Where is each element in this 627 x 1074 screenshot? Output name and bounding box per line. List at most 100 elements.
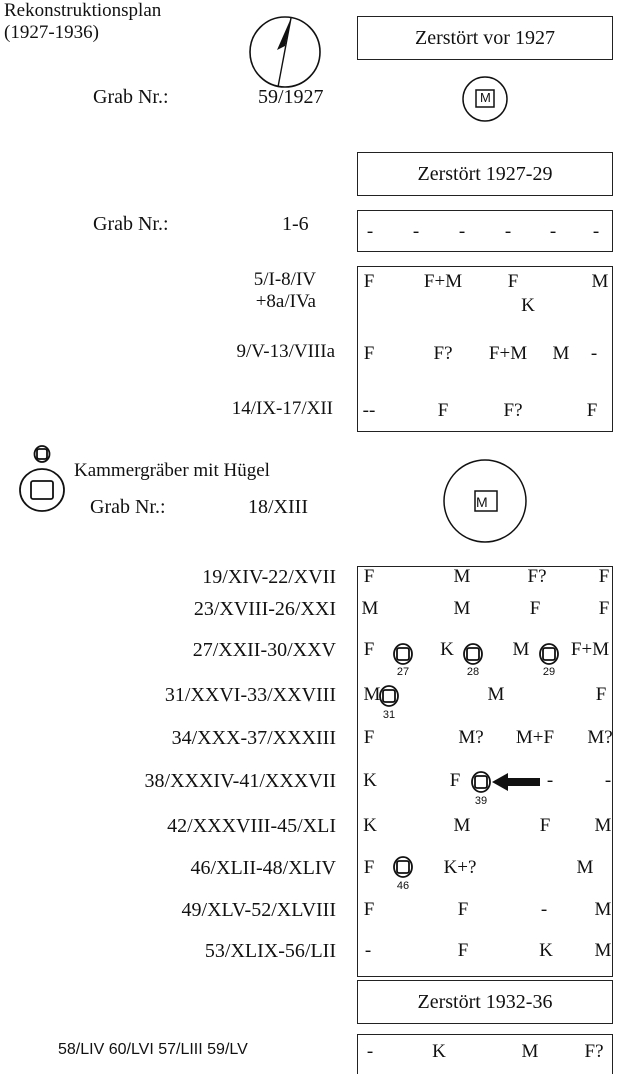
grave-circle-icon — [443, 459, 527, 543]
grave-cell: F? — [584, 1041, 604, 1062]
grave-cell: M? — [587, 727, 613, 748]
grave-cell: K — [539, 940, 553, 961]
grave-59-marker: M — [480, 90, 491, 105]
grave-cell: M — [594, 899, 612, 920]
grave-cell: M — [512, 639, 530, 660]
mound-grave-icon — [379, 685, 399, 707]
grave-number-label: Grab Nr.: — [93, 213, 169, 235]
grave-cell: M+F — [515, 727, 555, 748]
grave-cell: - — [412, 221, 420, 242]
grave-cell: M — [552, 343, 570, 364]
plan-title-line1: Rekonstruktionsplan — [4, 0, 162, 21]
section-header-label: Zerstört 1932-36 — [417, 990, 553, 1013]
mound-grave-icon — [393, 643, 413, 665]
grave-cell: - — [504, 221, 512, 242]
grave-cell: F? — [527, 566, 547, 587]
row-label: 14/IX-17/XII — [231, 398, 333, 419]
grave-cell: K — [363, 815, 377, 836]
grave-cell: M? — [458, 727, 484, 748]
row-label-line2: +8a/IVa — [255, 291, 316, 312]
grave-cell: F — [598, 598, 610, 619]
grave-cell: M — [594, 940, 612, 961]
grave-cell: - — [364, 940, 372, 961]
grave-cell: F? — [433, 343, 453, 364]
grave-number-label: Grab Nr.: — [90, 496, 166, 518]
grave-cell: F — [457, 899, 469, 920]
section-header-label: Zerstört 1927-29 — [417, 162, 553, 185]
grave-number-59: 59/1927 — [258, 86, 324, 108]
plan-title: Rekonstruktionsplan (1927-1936) — [4, 0, 161, 44]
grave-cell: K — [521, 295, 535, 316]
grave-cell: - — [458, 221, 466, 242]
grave-cell: F+M — [488, 343, 528, 364]
north-arrow-icon — [249, 16, 321, 88]
grave-cell: F — [507, 271, 519, 292]
mound-number: 27 — [396, 666, 410, 678]
grave-number-label: Grab Nr.: — [93, 86, 169, 108]
mound-number: 46 — [396, 880, 410, 892]
grave-cell: M — [453, 815, 471, 836]
rows-1927-box: F F+M F M K F F? F+M M - -- F F? F — [357, 266, 613, 432]
row-label: 9/V-13/VIIIa — [236, 341, 336, 362]
grave-cell: -- — [362, 400, 376, 421]
row-label: 34/XXX-37/XXXIII — [171, 727, 336, 749]
grave-cell: - — [590, 343, 598, 364]
row-label: 23/XVIII-26/XXI — [193, 598, 336, 620]
mound-number: 39 — [474, 795, 488, 807]
left-arrow-icon — [492, 773, 540, 791]
grave-cell: M — [363, 684, 381, 705]
row-label: 19/XIV-22/XVII — [202, 566, 336, 588]
grave-cell: M — [487, 684, 505, 705]
grave-cell: F — [363, 343, 375, 364]
grave-cell: F — [363, 857, 375, 878]
row-label-line1: 5/I-8/IV — [253, 269, 316, 290]
row-label: 38/XXXIV-41/XXXVII — [144, 770, 336, 792]
grave-cell: K — [440, 639, 454, 660]
grave-cell: - — [592, 221, 600, 242]
row-label: 42/XXXVIII-45/XLI — [167, 815, 336, 837]
grave-cell: F — [595, 684, 607, 705]
grave-cell: K+? — [443, 857, 477, 878]
grave-cell: - — [366, 1041, 374, 1062]
grave-cell: F — [363, 566, 375, 587]
grave-cell: F — [529, 598, 541, 619]
row-label: 31/XXVI-33/XXVIII — [164, 684, 336, 706]
grave-circle-icon — [462, 76, 508, 122]
chamber-grave-with-mound-icon — [19, 445, 65, 512]
grave-cell: F — [363, 727, 375, 748]
grave-cell: F — [539, 815, 551, 836]
grave-cell: K — [363, 770, 377, 791]
grave-cell: F — [457, 940, 469, 961]
grave-cell: M — [453, 598, 471, 619]
row-1932-box: - K M F? — [357, 1034, 613, 1074]
grave-cell: F — [363, 271, 375, 292]
mound-grave-icon — [539, 643, 559, 665]
mound-grave-icon — [471, 771, 491, 793]
grave-cell: - — [540, 899, 548, 920]
grave-cell: F — [598, 566, 610, 587]
row-label: 49/XLV-52/XLVIII — [181, 899, 336, 921]
grave-cell: - — [604, 770, 612, 791]
row-label: 53/XLIX-56/LII — [204, 940, 336, 962]
section-header-destroyed-1927-29: Zerstört 1927-29 — [357, 152, 613, 196]
mound-number: 29 — [542, 666, 556, 678]
section-header-label: Zerstört vor 1927 — [415, 26, 555, 49]
grave-cell: F? — [503, 400, 523, 421]
mound-grave-icon — [463, 643, 483, 665]
mound-number: 28 — [466, 666, 480, 678]
grave-cell: F — [363, 899, 375, 920]
grave-number-1-6: 1-6 — [282, 213, 309, 235]
row-label: 27/XXII-30/XXV — [192, 639, 336, 661]
grave-cell: F — [437, 400, 449, 421]
grave-cell: M — [521, 1041, 539, 1062]
legend-text: Kammergräber mit Hügel — [74, 460, 270, 481]
plan-title-line2: (1927-1936) — [4, 22, 99, 43]
grave-1-6-box: - - - - - - — [357, 210, 613, 252]
grave-cell: M — [361, 598, 379, 619]
grave-cell: F — [363, 639, 375, 660]
mound-grave-icon — [393, 856, 413, 878]
rows-main-box — [357, 566, 613, 977]
grave-cell: M — [453, 566, 471, 587]
grave-18-marker: M — [476, 494, 488, 510]
grave-cell: F — [449, 770, 461, 791]
